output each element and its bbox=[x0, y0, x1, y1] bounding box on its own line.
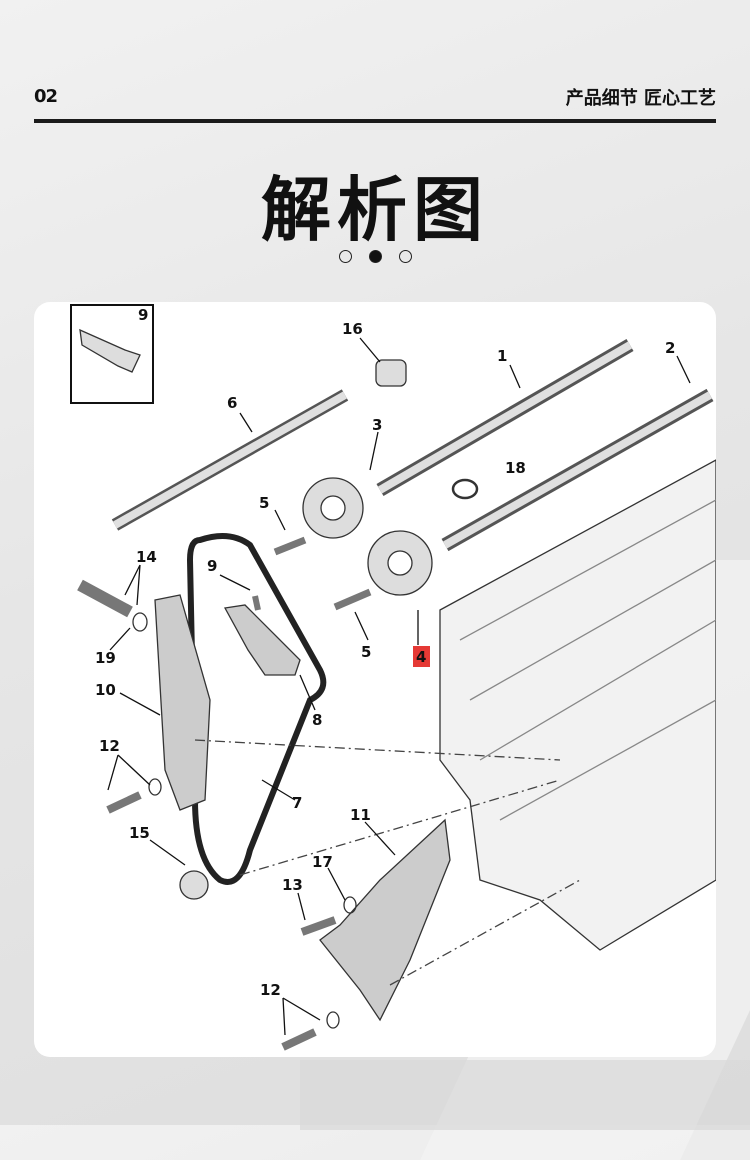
callout-18: 18 bbox=[505, 459, 526, 477]
callout-6: 6 bbox=[227, 394, 237, 412]
tensioner-guide-10 bbox=[154, 594, 211, 811]
highlight-badge bbox=[413, 646, 430, 667]
callout-10: 10 bbox=[95, 681, 116, 699]
exploded-diagram: 9 16 1 2 6 3 18 5 14 9 19 10 5 4 8 12 7 … bbox=[70, 304, 716, 1051]
callout-1: 1 bbox=[497, 347, 507, 365]
background-shape bbox=[300, 1060, 750, 1130]
callout-12: 12 bbox=[99, 737, 120, 755]
callout-5b: 5 bbox=[361, 643, 371, 661]
page-number: 02 bbox=[34, 86, 58, 107]
callout-3: 3 bbox=[372, 416, 382, 434]
guide-8 bbox=[223, 604, 301, 676]
callout-2: 2 bbox=[665, 339, 675, 357]
callout-15: 15 bbox=[129, 824, 150, 842]
pager-dot[interactable] bbox=[338, 250, 352, 263]
divider bbox=[34, 119, 716, 123]
callout-17: 17 bbox=[312, 853, 333, 871]
callout-11: 11 bbox=[350, 806, 371, 824]
callout-5: 5 bbox=[259, 494, 269, 512]
pager-dots bbox=[0, 250, 750, 263]
diagram-card: 9 16 1 2 6 3 18 5 14 9 19 10 5 4 8 12 7 … bbox=[34, 302, 716, 1057]
engine-block bbox=[439, 459, 716, 951]
pager-dot[interactable] bbox=[398, 250, 412, 263]
pager-dot-active[interactable] bbox=[368, 250, 382, 263]
callout-19: 19 bbox=[95, 649, 116, 667]
callout-7: 7 bbox=[292, 794, 302, 812]
callout-9: 9 bbox=[207, 557, 217, 575]
callout-12b: 12 bbox=[260, 981, 281, 999]
callout-4: 4 bbox=[416, 648, 426, 666]
timing-chain bbox=[186, 533, 327, 885]
tagline: 产品细节 匠心工艺 bbox=[565, 88, 716, 109]
callout-13: 13 bbox=[282, 876, 303, 894]
callout-16: 16 bbox=[342, 320, 363, 338]
callout-8: 8 bbox=[312, 711, 322, 729]
page-title: 解析图 bbox=[261, 169, 489, 251]
guide-11 bbox=[319, 818, 451, 1022]
callout-inset-9: 9 bbox=[138, 306, 148, 324]
sprocket-15 bbox=[179, 870, 209, 900]
callout-14: 14 bbox=[136, 548, 157, 566]
